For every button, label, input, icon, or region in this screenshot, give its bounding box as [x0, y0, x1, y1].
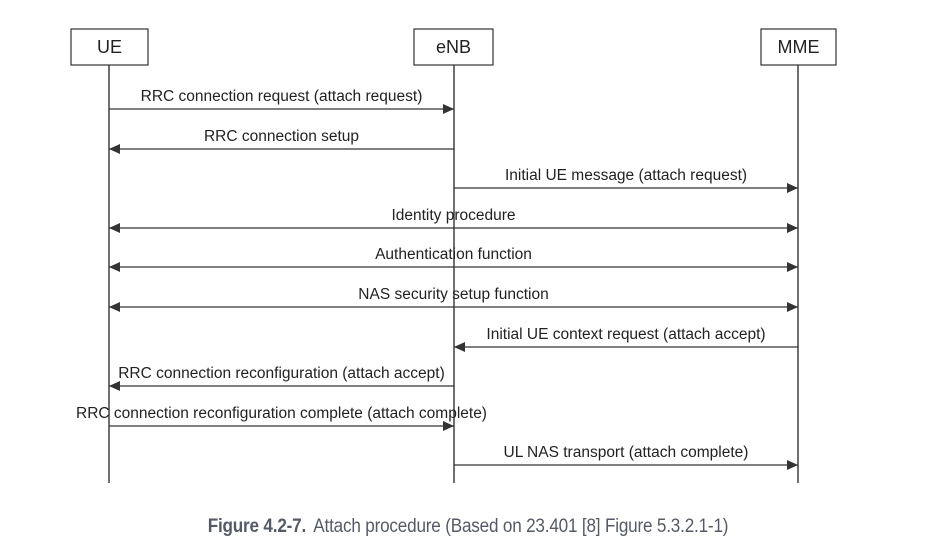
entity-label-enb: eNB — [436, 37, 471, 57]
message-4: Identity procedure — [109, 207, 798, 233]
entity-box-enb — [413, 28, 494, 66]
message-label: RRC connection setup — [204, 128, 359, 145]
sequence-diagram: RRC connection request (attach request) R… — [70, 28, 837, 483]
message-label: RRC connection request (attach request) — [141, 88, 423, 105]
entity-mme: MME — [760, 28, 837, 66]
arrowhead-icon — [787, 223, 798, 233]
entity-ue: UE — [70, 28, 149, 66]
lifelines — [108, 65, 799, 483]
message-label: RRC connection reconfiguration complete … — [76, 405, 487, 422]
message-10: UL NAS transport (attach complete) — [454, 444, 798, 470]
message-3: Initial UE message (attach request) — [454, 167, 798, 193]
message-label: Authentication function — [375, 246, 532, 263]
arrowhead-icon — [443, 104, 454, 114]
arrowhead-icon — [109, 223, 120, 233]
message-label: Identity procedure — [391, 207, 515, 224]
message-label: Initial UE message (attach request) — [505, 167, 747, 184]
entity-box-ue — [70, 28, 149, 66]
message-6: NAS security setup function — [109, 286, 798, 312]
message-9: RRC connection reconfiguration complete … — [76, 405, 487, 431]
message-label: UL NAS transport (attach complete) — [504, 444, 749, 461]
entity-label-mme: MME — [778, 37, 820, 57]
arrowhead-icon — [787, 183, 798, 193]
entity-label-ue: UE — [97, 37, 122, 57]
message-label: NAS security setup function — [358, 286, 548, 303]
message-1: RRC connection request (attach request) — [109, 88, 454, 114]
arrowhead-icon — [109, 262, 120, 272]
arrowhead-icon — [787, 262, 798, 272]
entity-box-mme — [760, 28, 837, 66]
message-label: Initial UE context request (attach accep… — [486, 326, 765, 343]
arrowhead-icon — [109, 381, 120, 391]
message-8: RRC connection reconfiguration (attach a… — [109, 365, 454, 391]
figure-caption-text: Attach procedure (Based on 23.401 [8] Fi… — [313, 516, 729, 537]
entities: UE eNB MME — [70, 28, 837, 66]
arrowhead-icon — [109, 302, 120, 312]
entity-enb: eNB — [413, 28, 494, 66]
message-2: RRC connection setup — [109, 128, 454, 154]
message-5: Authentication function — [109, 246, 798, 272]
message-7: Initial UE context request (attach accep… — [454, 326, 798, 352]
figure-number: Figure 4.2-7. — [207, 516, 307, 537]
arrowhead-icon — [443, 421, 454, 431]
arrowhead-icon — [109, 144, 120, 154]
message-label: RRC connection reconfiguration (attach a… — [118, 365, 445, 382]
messages: RRC connection request (attach request) R… — [76, 88, 798, 470]
arrowhead-icon — [787, 302, 798, 312]
arrowhead-icon — [454, 342, 465, 352]
arrowhead-icon — [787, 460, 798, 470]
figure-caption: Figure 4.2-7. Attach procedure (Based on … — [45, 516, 891, 538]
